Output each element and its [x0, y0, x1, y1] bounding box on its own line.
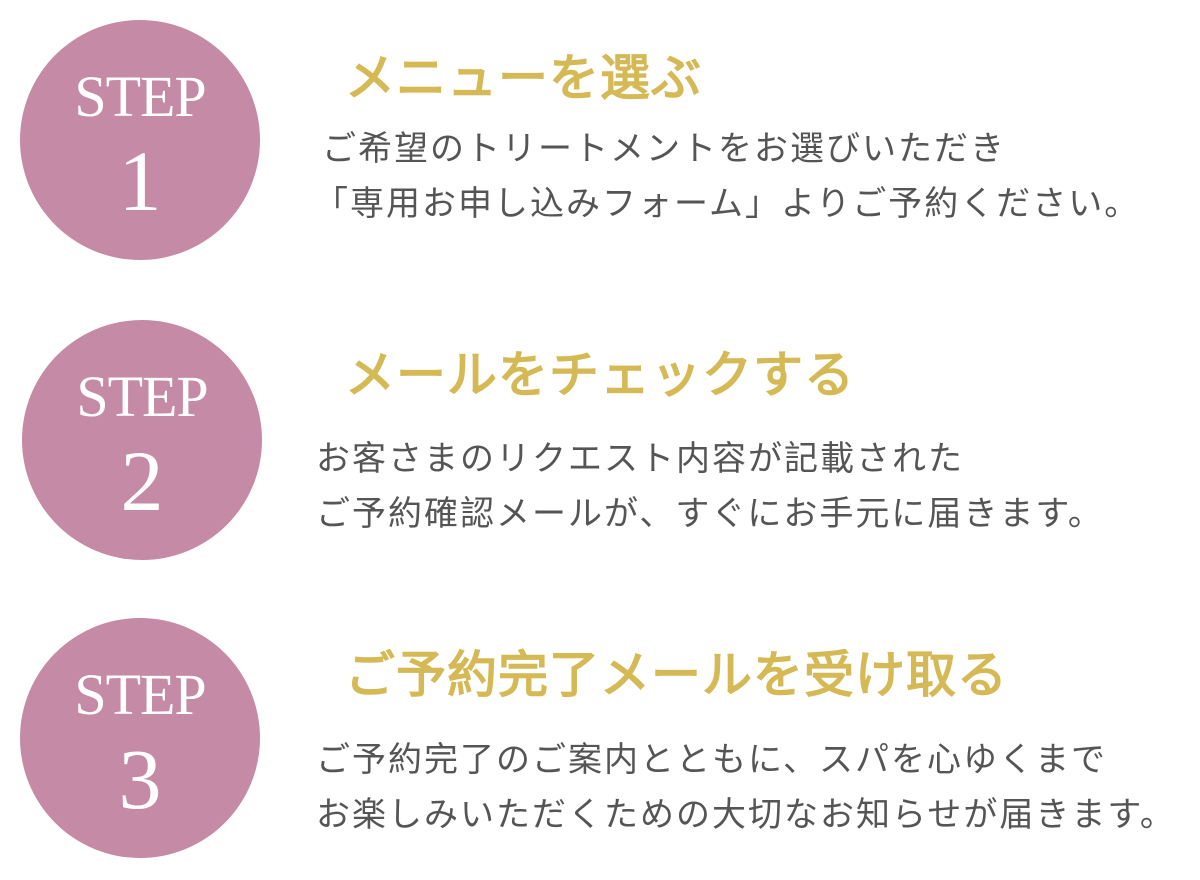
description-line: ご希望のトリートメントをお選びいただき	[322, 129, 1006, 169]
step-badge: STEP 2	[22, 320, 262, 560]
step-number: 1	[118, 133, 162, 229]
step-label: STEP	[74, 64, 206, 129]
step-title: メニューを選ぶ	[345, 49, 702, 107]
step-badge: STEP 3	[20, 618, 260, 858]
step-badge: STEP 1	[20, 20, 260, 260]
description-line: お楽しみいただくための大切なお知らせが届きます。	[316, 795, 1176, 835]
description-line: 「専用お申し込みフォーム」よりご予約ください。	[314, 184, 1141, 224]
step-title: ご予約完了メールを受け取る	[345, 646, 1008, 704]
step-description: ご希望のトリートメントをお選びいただき 「専用お申し込みフォーム」よりご予約くだ…	[314, 122, 1140, 232]
step-label: STEP	[74, 662, 206, 727]
step-description: お客さまのリクエスト内容が記載された ご予約確認メールが、すぐにお手元に届きます…	[316, 432, 1104, 542]
step-label: STEP	[76, 364, 208, 429]
step-number: 3	[118, 731, 162, 827]
step-title: メールをチェックする	[345, 346, 855, 404]
description-line: ご予約確認メールが、すぐにお手元に届きます。	[316, 494, 1104, 534]
description-line: お客さまのリクエスト内容が記載された	[316, 439, 964, 479]
description-line: ご予約完了のご案内とともに、スパを心ゆくまで	[316, 740, 1107, 780]
step-number: 2	[120, 433, 164, 529]
step-description: ご予約完了のご案内とともに、スパを心ゆくまで お楽しみいただくための大切なお知ら…	[316, 733, 1176, 843]
